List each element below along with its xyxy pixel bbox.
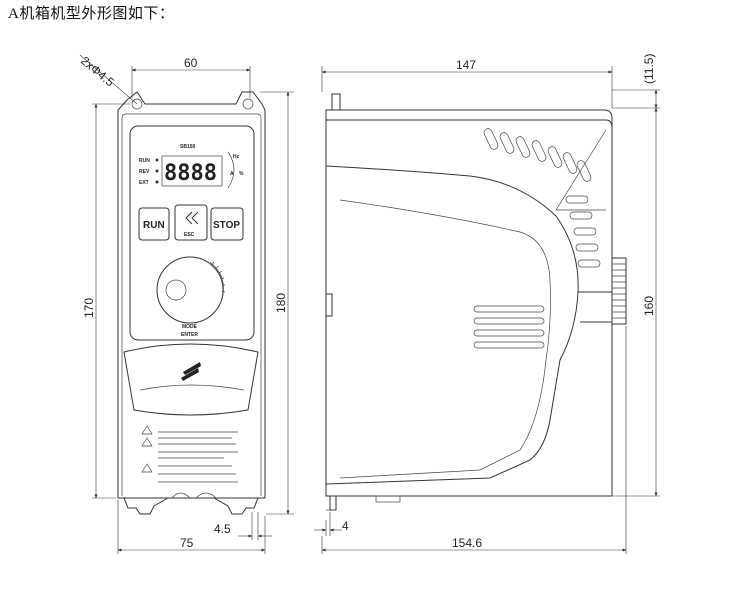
run-key-label: RUN [143, 220, 165, 231]
knob-profile [611, 257, 627, 325]
dim-height-side: 160 [642, 296, 656, 316]
esc-key [174, 204, 208, 241]
front-dimensions: 60 2xΦ4.5 170 180 4.5 75 [78, 54, 294, 554]
dim-total-depth: 154.6 [452, 536, 482, 550]
vent-slots-upper [483, 128, 601, 268]
esc-key-label: ESC [184, 232, 195, 238]
dim-hole: 2xΦ4.5 [78, 54, 117, 90]
dim-slot: 4.5 [214, 522, 231, 536]
side-cover-curve [325, 165, 579, 485]
top-ears [117, 91, 266, 111]
bottom-ears [118, 497, 265, 515]
stop-key [210, 207, 244, 241]
side-latch [325, 293, 333, 317]
brand-logo [181, 362, 201, 381]
model-label: SB150 [180, 144, 196, 150]
led-display [161, 155, 223, 187]
keypad-panel [129, 125, 255, 341]
double-chevron-left-icon [185, 211, 199, 225]
dim-top-width: 60 [184, 56, 198, 70]
led-label-run: RUN [139, 158, 150, 164]
vent-slots-lower [473, 305, 545, 349]
knob-label-mode: MODE [182, 324, 198, 330]
lower-cover [123, 343, 259, 416]
mount-hole-left [131, 98, 143, 110]
dim-top-right: (11.5) [642, 54, 656, 84]
knob-label-enter: ENTER [181, 332, 198, 338]
unit-label-a: A [230, 171, 234, 177]
warning-text-lines [158, 431, 238, 483]
dim-height-right: 180 [274, 293, 288, 313]
led-label-ext: EXT [139, 180, 149, 186]
dim-foot: 4 [342, 519, 349, 533]
led-label-rev: REV [139, 169, 150, 175]
dim-top-depth: 147 [456, 58, 476, 72]
mount-hole-right [242, 98, 254, 110]
front-view: SB150 8888 RUN REV EXT Hz A % RUN ESC ST… [117, 91, 266, 515]
seven-segment-digits: 8888 [164, 161, 217, 186]
knob-grip [165, 279, 187, 301]
run-key [138, 207, 170, 241]
side-dimensions: 147 (11.5) 160 4 154.6 [314, 54, 660, 554]
dim-bottom-width: 75 [180, 536, 194, 550]
figure-caption: A机箱机型外形图如下： [8, 6, 175, 22]
side-outline [325, 109, 613, 497]
unit-label-hz: Hz [233, 154, 240, 160]
control-knob [156, 256, 224, 324]
warning-icon [141, 425, 153, 473]
unit-label-percent: % [239, 171, 244, 177]
stop-key-label: STOP [213, 220, 240, 231]
front-outline [117, 110, 266, 499]
side-view [325, 93, 627, 511]
dim-height-left: 170 [82, 298, 96, 318]
